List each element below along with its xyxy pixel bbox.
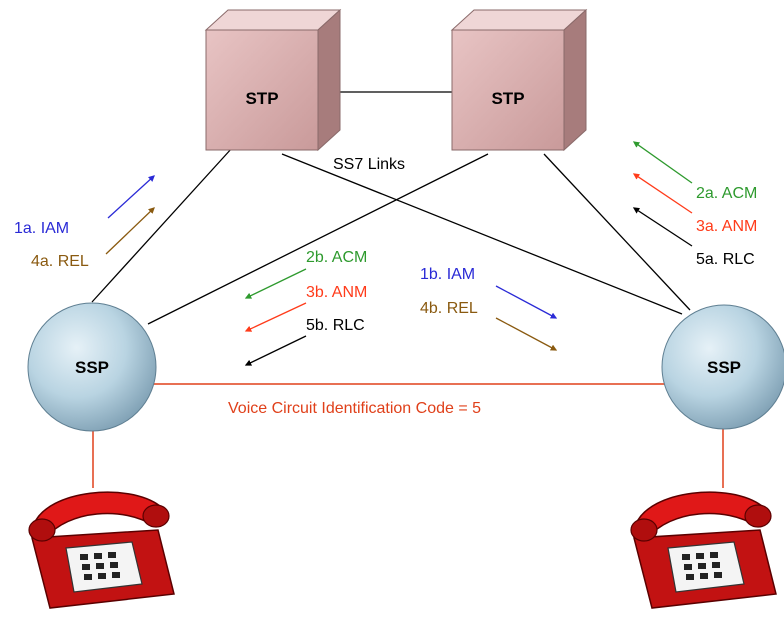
msg-1a-iam: 1a. IAM (14, 220, 69, 237)
msg-3a-anm: 3a. ANM (696, 218, 757, 235)
arrow-2b-acm (244, 268, 307, 299)
msg-4b-rel: 4b. REL (420, 300, 478, 317)
link-stpL-sspR (281, 153, 683, 315)
ssp-label-right: SSP (707, 358, 741, 377)
ssp-node-right: SSP (661, 304, 784, 430)
telephone-icon (630, 491, 777, 609)
voice-trunk (92, 383, 724, 488)
msg-5b-rlc: 5b. RLC (306, 317, 365, 334)
arrow-1b-iam (495, 285, 558, 319)
link-stpL-sspL (91, 147, 233, 303)
arrow-1a-iam (107, 175, 155, 219)
msg-2a-acm: 2a. ACM (696, 185, 757, 202)
ss7-links-label: SS7 Links (333, 156, 405, 173)
arrow-5b-rlc (244, 335, 307, 366)
voice-circuit-label: Voice Circuit Identification Code = 5 (228, 400, 481, 417)
arrow-4a-rel (105, 207, 155, 255)
stp-node-right: STP (450, 8, 588, 152)
arrow-4b-rel (495, 317, 558, 351)
link-stpR-sspL (147, 153, 489, 325)
ssp-label-left: SSP (75, 358, 109, 377)
arrow-2a-acm (632, 141, 693, 184)
stp-label-left: STP (245, 89, 278, 108)
msg-1b-iam: 1b. IAM (420, 266, 475, 283)
stp-node-left: STP (204, 8, 342, 152)
msg-2b-acm: 2b. ACM (306, 249, 367, 266)
arrow-3b-anm (244, 302, 307, 332)
msg-4a-rel: 4a. REL (31, 253, 89, 270)
stp-label-right: STP (491, 89, 524, 108)
msg-3b-anm: 3b. ANM (306, 284, 367, 301)
arrow-3a-anm (632, 173, 693, 214)
msg-5a-rlc: 5a. RLC (696, 251, 755, 268)
link-stpR-sspR (543, 153, 691, 311)
arrow-5a-rlc (632, 207, 693, 247)
telephone-icon (28, 491, 175, 609)
ss7-links (91, 91, 691, 325)
ssp-node-left: SSP (27, 302, 157, 432)
